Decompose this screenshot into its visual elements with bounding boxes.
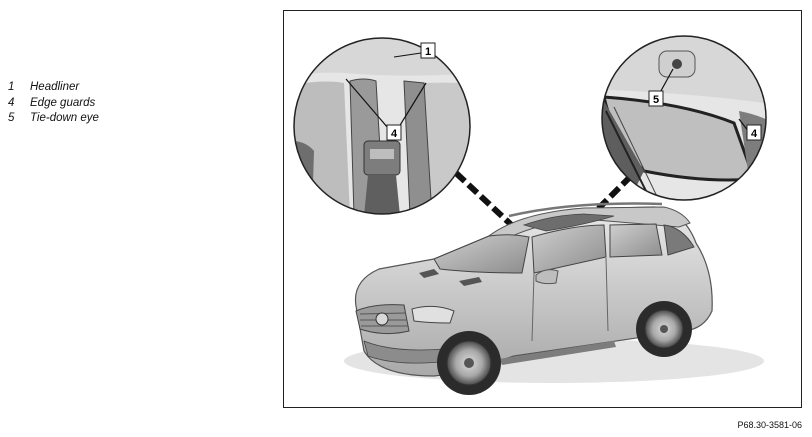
legend-label: Headliner [30, 81, 80, 93]
leader-line-right [593, 173, 634, 214]
callout-4-left [386, 124, 402, 141]
legend-item-headliner: 1 Headliner [8, 80, 99, 96]
legend-label: Edge guards [30, 96, 96, 109]
callout-4-right [746, 124, 762, 141]
detail-circle-left: 1 4 [293, 37, 471, 215]
legend-item-tie-down-eye: 5 Tie-down eye [8, 111, 99, 127]
detail-circle-right: 5 4 [601, 35, 767, 201]
legend-item-edge-guards: 4 Edge guards [8, 96, 99, 112]
callout-4-right-text: 4 [751, 128, 758, 140]
illustration-svg: 1 4 [293, 35, 767, 395]
callout-1-text: 1 [425, 46, 431, 58]
legend-label: Tie-down eye [30, 112, 99, 124]
vehicle-illustration: 1 4 [283, 10, 802, 408]
leader-line-left [453, 170, 523, 236]
callout-1 [420, 42, 436, 59]
callout-4-left-text: 4 [391, 128, 398, 140]
legend: 1 Headliner 4 Edge guards 5 Tie-down eye [8, 80, 99, 127]
callout-5 [648, 90, 664, 107]
legend-number: 5 [8, 112, 15, 124]
callout-5-text: 5 [653, 94, 659, 106]
legend-number: 1 [8, 81, 15, 93]
car-suv [344, 202, 764, 395]
legend-number: 4 [8, 96, 15, 109]
figure-code: P68.30-3581-06 [737, 420, 802, 430]
